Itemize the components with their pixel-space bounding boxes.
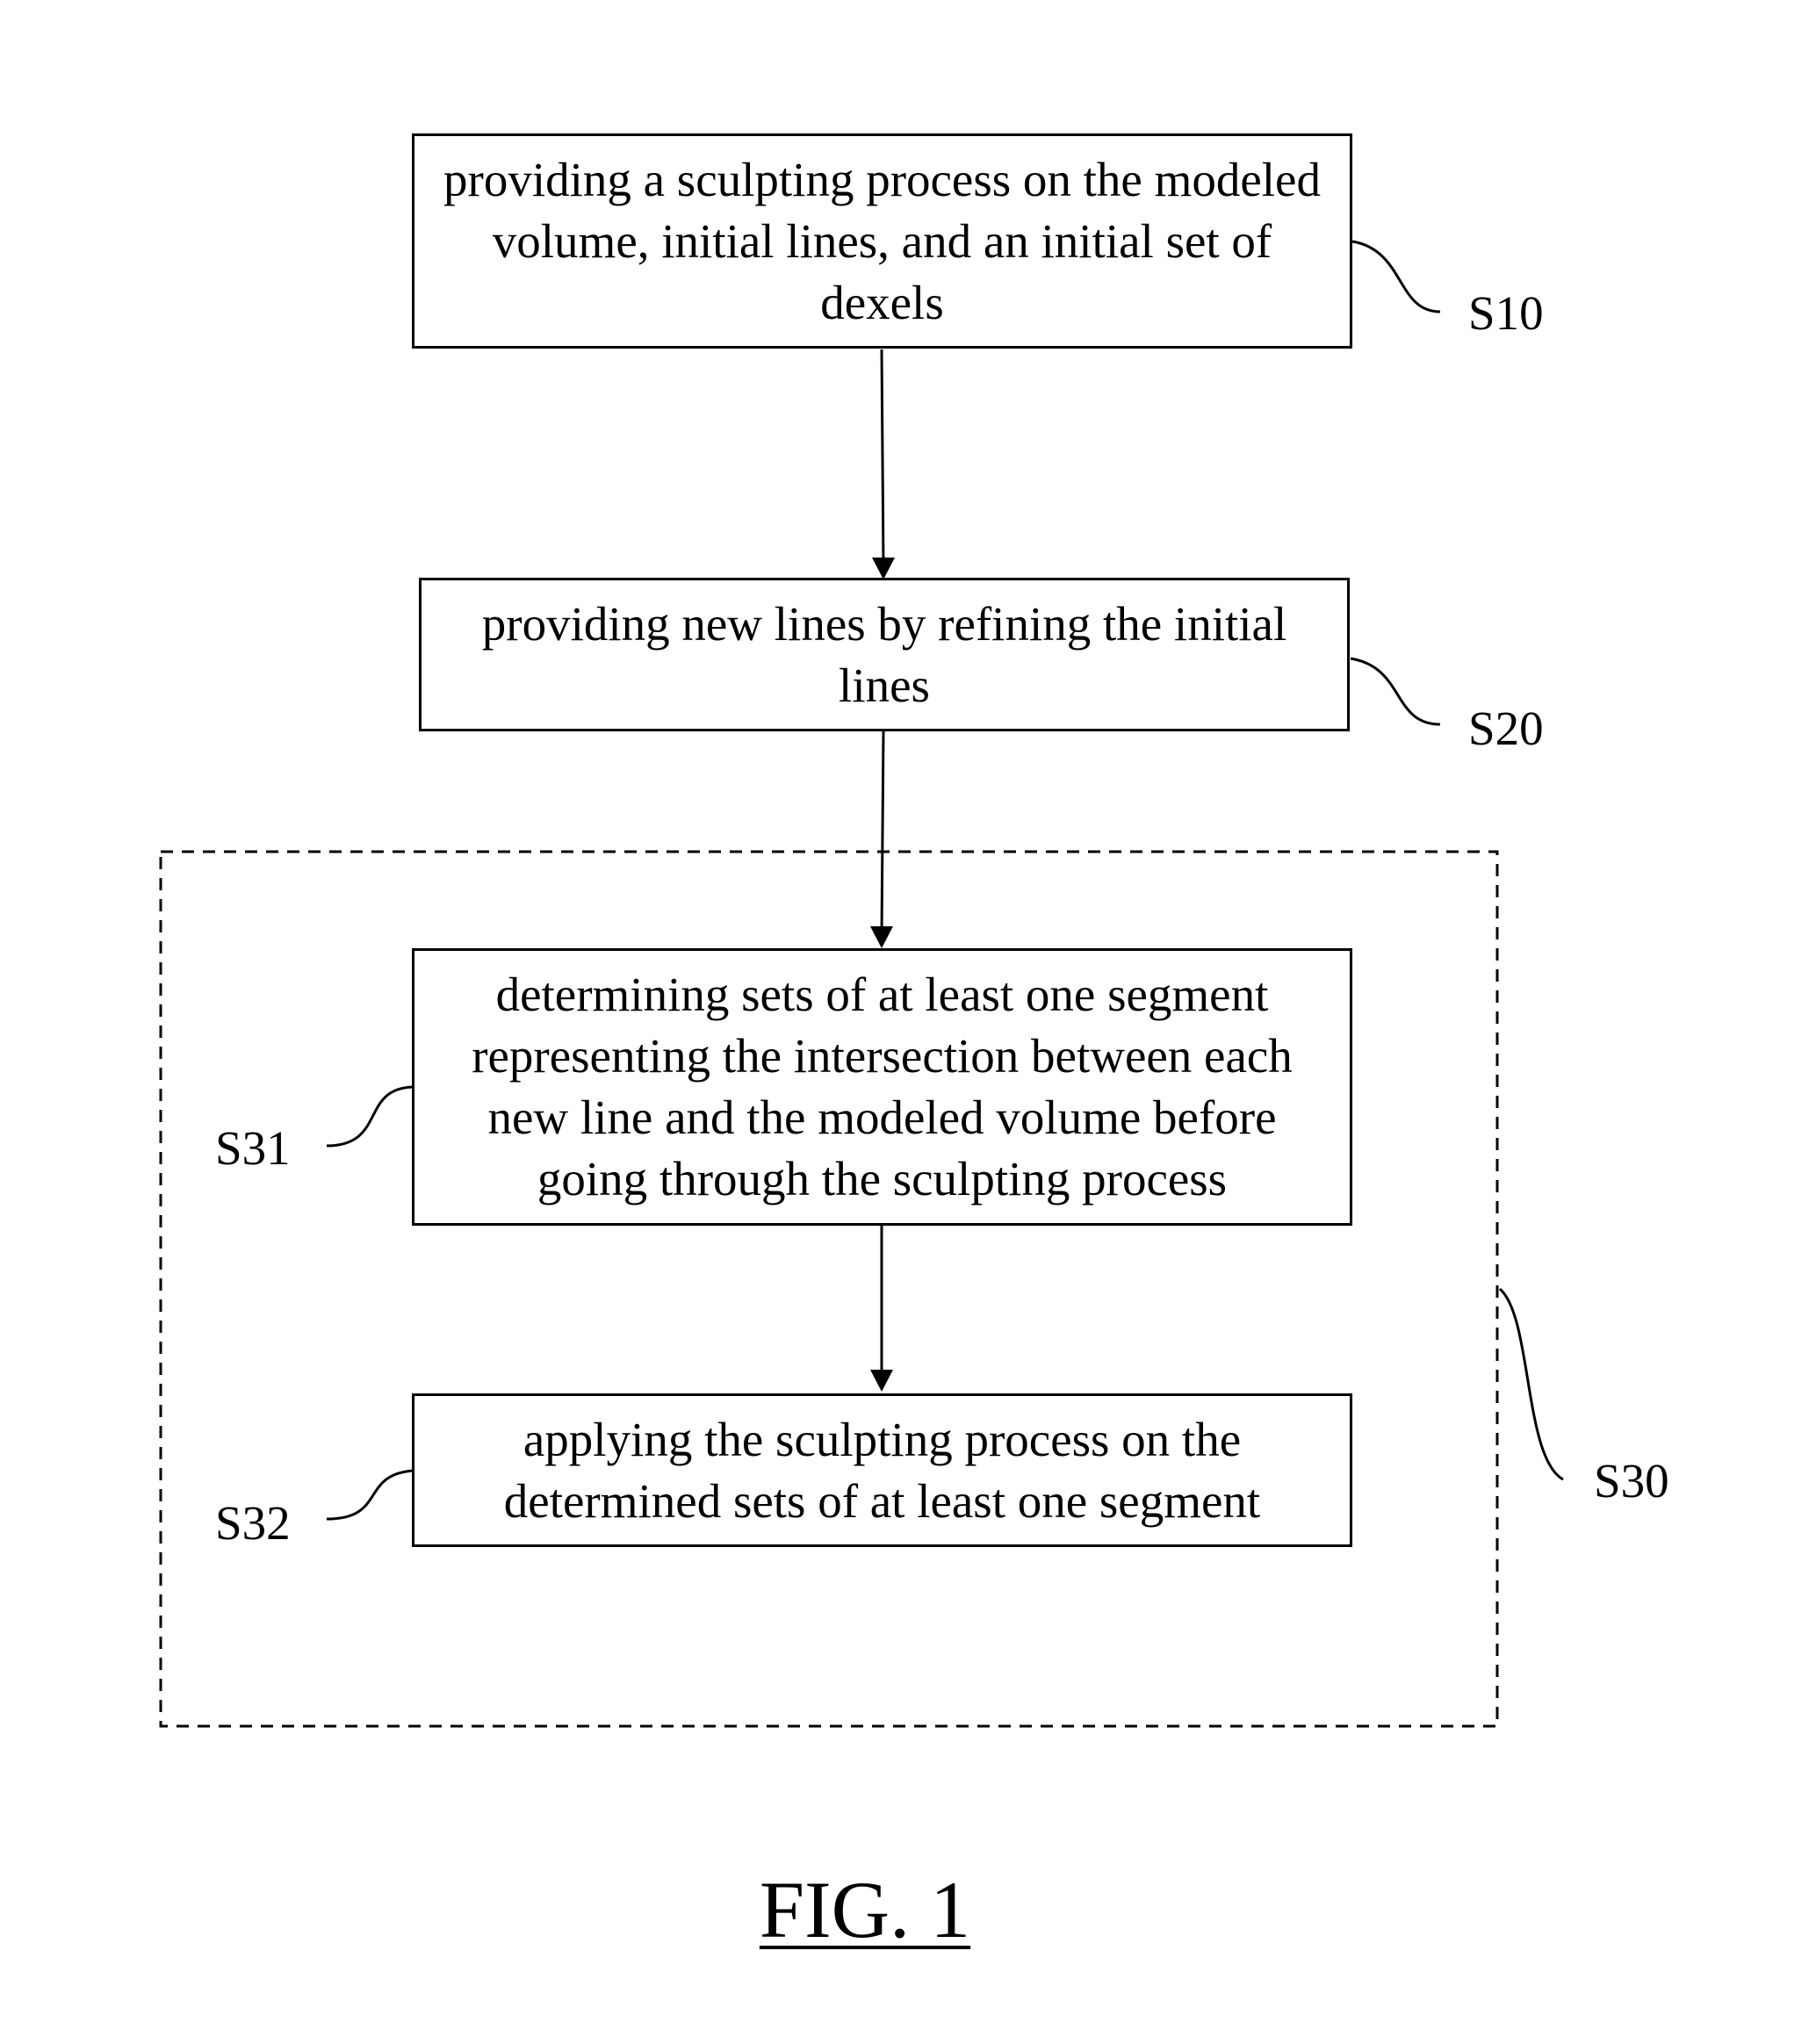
- arrow-s10-to-s20: [882, 349, 883, 566]
- ref-label-s10: S10: [1468, 287, 1544, 340]
- arrow-s20-to-s31: [882, 731, 883, 935]
- figure-caption-text: FIG. 1: [760, 1865, 970, 1954]
- figure-caption: FIG. 1: [0, 1861, 1730, 1958]
- ref-label-s31: S31: [215, 1122, 291, 1175]
- ref-label-s30: S30: [1594, 1455, 1669, 1508]
- step-s32-text: applying the sculpting process on the de…: [432, 1409, 1332, 1532]
- step-s31-text: determining sets of at least one segment…: [432, 964, 1332, 1210]
- arrowhead-s20: [872, 558, 895, 579]
- ref-label-s20: S20: [1468, 702, 1544, 755]
- leader-s31: [327, 1087, 413, 1146]
- step-s32-box: applying the sculpting process on the de…: [412, 1393, 1352, 1547]
- leader-s20: [1351, 659, 1440, 724]
- step-s31-box: determining sets of at least one segment…: [412, 948, 1352, 1226]
- step-s20-box: providing new lines by refining the init…: [419, 578, 1350, 731]
- step-s10-text: providing a sculpting process on the mod…: [432, 149, 1332, 334]
- arrowhead-s32: [870, 1370, 893, 1392]
- ref-label-s32: S32: [215, 1497, 291, 1550]
- arrowhead-s31: [870, 926, 893, 948]
- step-s20-text: providing new lines by refining the init…: [439, 594, 1330, 716]
- leader-s10: [1352, 241, 1440, 312]
- step-s10-box: providing a sculpting process on the mod…: [412, 133, 1352, 349]
- leader-s32: [327, 1471, 413, 1519]
- leader-s30: [1500, 1289, 1563, 1479]
